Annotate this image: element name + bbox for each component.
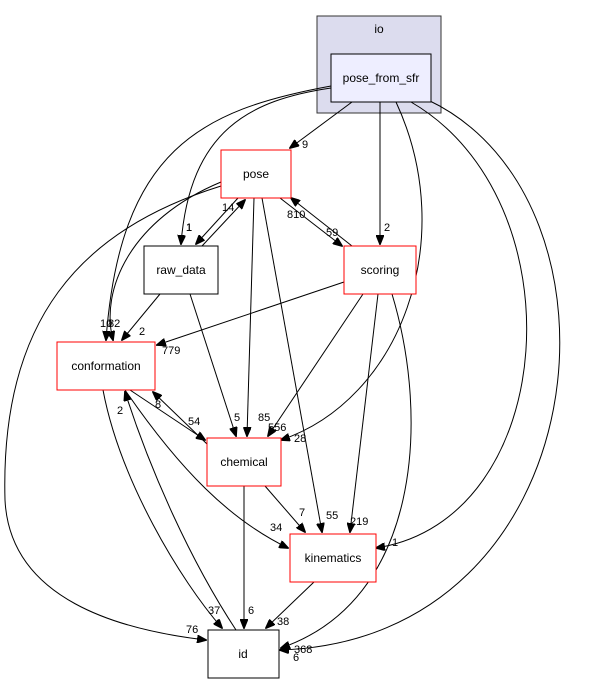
node-scoring[interactable]: scoring <box>343 245 417 295</box>
edge-chemical-to-conformation[interactable] <box>153 392 208 445</box>
node-chemical[interactable]: chemical <box>206 437 282 487</box>
node-chemical-label: chemical <box>220 455 267 469</box>
edge-label[interactable]: 14 <box>222 202 234 214</box>
edge-pose-from-sfr-to-pose[interactable] <box>290 101 353 148</box>
node-raw-data-label: raw_data <box>156 263 206 277</box>
node-pose-label: pose <box>243 167 269 181</box>
edge-raw-data-to-chemical[interactable] <box>189 293 236 436</box>
node-pose[interactable]: pose <box>220 149 292 199</box>
edge-label[interactable]: 59 <box>326 227 338 239</box>
edge-label[interactable]: 10 <box>100 318 112 330</box>
edge-pose-to-conformation[interactable] <box>110 181 222 340</box>
edge-pose-to-kinematics[interactable] <box>261 197 322 532</box>
node-kinematics-label: kinematics <box>305 551 362 565</box>
edge-label[interactable]: 2 <box>384 222 390 234</box>
edge-scoring-to-kinematics[interactable] <box>350 293 379 532</box>
edge-label[interactable]: 6 <box>248 605 254 617</box>
edge-pose-to-chemical[interactable] <box>247 197 255 436</box>
edge-conformation-to-id[interactable] <box>102 389 222 628</box>
edge-conformation-to-chemical[interactable] <box>129 389 205 440</box>
edge-id-to-conformation[interactable] <box>125 392 237 631</box>
node-id[interactable]: id <box>207 629 280 679</box>
edge-label[interactable]: 1 <box>186 222 192 234</box>
edge-label[interactable]: 38 <box>277 616 289 628</box>
edge-pose-from-sfr-to-raw-data[interactable] <box>181 87 332 244</box>
edge-label[interactable]: 76 <box>186 624 198 636</box>
edge-label[interactable]: 219 <box>350 516 368 528</box>
edge-label[interactable]: 2 <box>117 405 123 417</box>
edge-label[interactable]: 8 <box>155 399 161 411</box>
edge-raw-data-to-conformation[interactable] <box>122 293 161 340</box>
node-scoring-label: scoring <box>361 263 400 277</box>
edge-label[interactable]: 1 <box>392 537 398 549</box>
edge-label[interactable]: 85 <box>258 412 270 424</box>
edge-pose-from-sfr-to-chemical[interactable] <box>281 101 423 440</box>
node-pose-from-sfr-label: pose_from_sfr <box>343 71 420 85</box>
edge-pose-from-sfr-to-id[interactable] <box>280 99 561 650</box>
edge-label[interactable]: 1 <box>186 222 192 234</box>
edge-label[interactable]: 368 <box>294 644 312 656</box>
edge-label[interactable]: 7 <box>299 507 305 519</box>
edge-label[interactable]: 34 <box>270 522 282 534</box>
edge-label[interactable]: 2 <box>139 326 145 338</box>
node-id-label: id <box>238 647 247 661</box>
edge-scoring-to-chemical[interactable] <box>268 293 364 436</box>
edge-label[interactable]: 5 <box>234 412 240 424</box>
edge-scoring-to-pose[interactable] <box>291 198 353 247</box>
edge-kinematics-to-id[interactable] <box>266 581 315 628</box>
node-raw-data[interactable]: raw_data <box>143 245 219 295</box>
edge-label[interactable]: 779 <box>162 345 180 357</box>
node-conformation[interactable]: conformation <box>56 341 156 391</box>
edge-label[interactable]: 9 <box>302 139 308 151</box>
edge-chemical-to-kinematics[interactable] <box>264 485 305 532</box>
edge-pose-to-raw-data[interactable] <box>196 197 239 244</box>
edge-label[interactable]: 810 <box>287 209 305 221</box>
edge-pose-from-sfr-to-kinematics[interactable] <box>376 101 528 548</box>
edge-pose-from-sfr-to-conformation[interactable] <box>106 85 332 340</box>
edge-scoring-to-id[interactable] <box>281 293 412 648</box>
node-pose-from-sfr[interactable]: pose_from_sfr <box>330 53 432 103</box>
edge-label[interactable]: 28 <box>294 433 306 445</box>
edge-label[interactable]: 82 <box>108 318 120 330</box>
edge-conformation-to-kinematics[interactable] <box>124 389 288 548</box>
edge-scoring-to-conformation[interactable] <box>157 281 345 345</box>
edge-pose-to-id[interactable] <box>4 185 222 640</box>
edge-label[interactable]: 37 <box>208 605 220 617</box>
edge-raw-data-to-pose[interactable] <box>201 200 245 247</box>
node-conformation-label: conformation <box>71 359 140 373</box>
cluster-io-label: io <box>374 22 384 36</box>
edge-label[interactable]: 6 <box>293 652 299 664</box>
edge-label[interactable]: 54 <box>188 416 200 428</box>
node-kinematics[interactable]: kinematics <box>289 533 377 583</box>
edge-label[interactable]: 556 <box>268 422 286 434</box>
edge-label[interactable]: 55 <box>326 510 338 522</box>
